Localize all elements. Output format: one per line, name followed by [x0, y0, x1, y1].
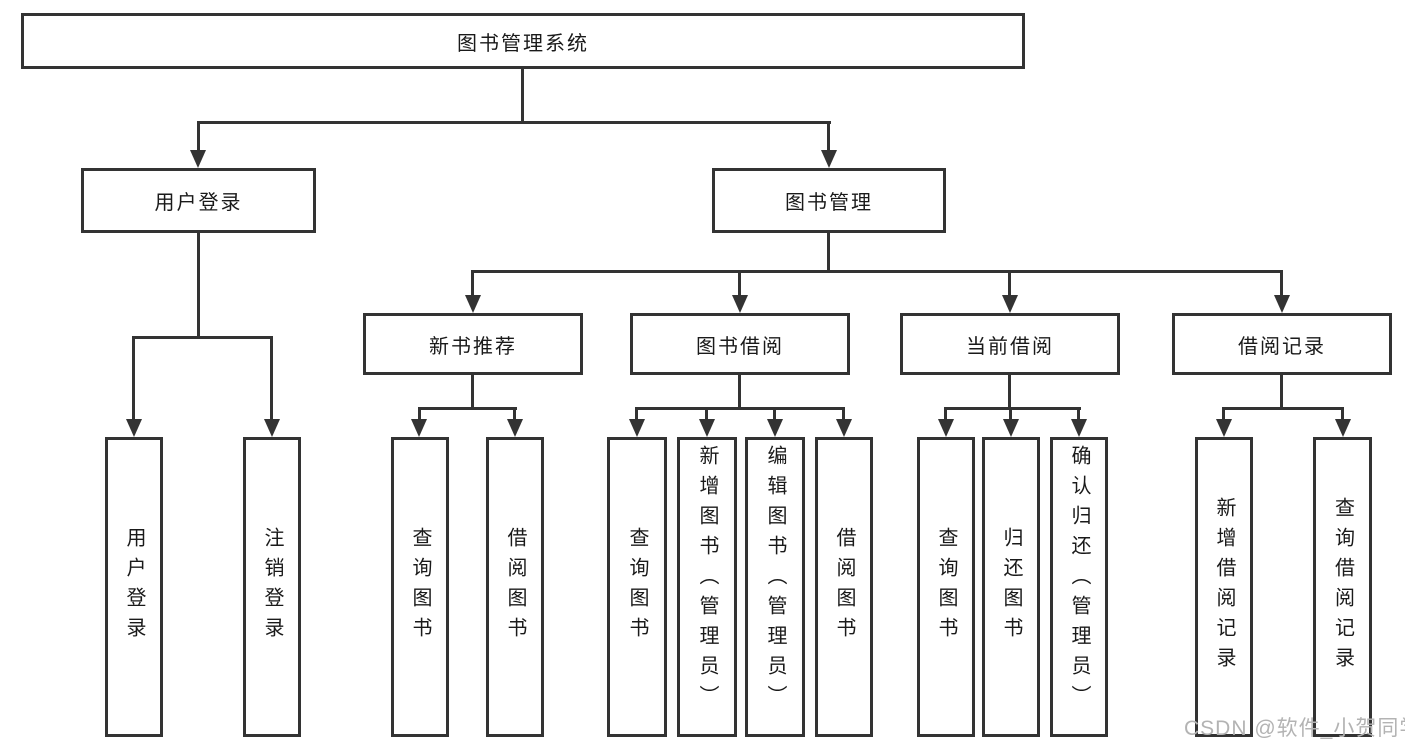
node-user-login-branch: 用户登录	[81, 168, 316, 233]
connector-line	[1077, 407, 1080, 421]
node-leaf-user-login: 用户登录	[105, 437, 163, 737]
node-book-management-branch: 图书管理	[712, 168, 946, 233]
arrowhead-down-icon	[767, 419, 783, 437]
watermark: CSDN @软件_小贺同学	[1184, 717, 1405, 740]
node-leaf-borrow-books-1: 借阅图书	[486, 437, 544, 737]
node-book-borrow: 图书借阅	[630, 313, 850, 375]
node-leaf-add-borrow-record: 新增借阅记录	[1195, 437, 1253, 737]
connector-line	[842, 407, 845, 421]
connector-line	[1222, 407, 1344, 410]
connector-line	[197, 232, 200, 336]
connector-line	[944, 407, 1081, 410]
connector-line	[1222, 407, 1225, 421]
node-label: 用户登录	[154, 192, 243, 214]
connector-line	[944, 407, 947, 421]
node-label: 用户登录	[123, 527, 145, 647]
connector-line	[197, 121, 200, 152]
arrowhead-down-icon	[1003, 419, 1019, 437]
arrowhead-down-icon	[465, 295, 481, 313]
node-leaf-query-books-1: 查询图书	[391, 437, 449, 737]
node-leaf-query-borrow-record: 查询借阅记录	[1313, 437, 1372, 737]
connector-line	[197, 121, 831, 124]
node-label: 借阅图书	[504, 527, 526, 647]
connector-line	[132, 336, 135, 420]
node-root-label: 图书管理系统	[457, 32, 589, 55]
node-leaf-borrow-books-2: 借阅图书	[815, 437, 873, 737]
arrowhead-down-icon	[1002, 295, 1018, 313]
node-label: 查询图书	[626, 527, 648, 647]
arrowhead-down-icon	[1335, 419, 1351, 437]
node-leaf-return-books: 归还图书	[982, 437, 1040, 737]
node-label: 借阅图书	[833, 527, 855, 647]
node-label: 编辑图书（管理员）	[764, 445, 786, 715]
connector-line	[738, 270, 741, 297]
arrowhead-down-icon	[190, 150, 206, 168]
connector-line	[418, 407, 421, 421]
connector-line	[1280, 375, 1283, 407]
node-leaf-logout: 注销登录	[243, 437, 301, 737]
connector-line	[521, 69, 524, 122]
connector-line	[827, 233, 830, 270]
node-current-borrow: 当前借阅	[900, 313, 1120, 375]
node-leaf-add-books-admin: 新增图书（管理员）	[677, 437, 737, 737]
node-label: 图书借阅	[696, 335, 784, 358]
connector-line	[1008, 270, 1011, 297]
node-root: 图书管理系统	[21, 13, 1025, 69]
node-label: 新书推荐	[429, 335, 517, 358]
connector-line	[1008, 375, 1011, 407]
connector-line	[471, 270, 474, 297]
node-label: 查询图书	[935, 527, 957, 647]
arrowhead-down-icon	[411, 419, 427, 437]
connector-line	[471, 375, 474, 407]
node-label: 当前借阅	[966, 335, 1054, 358]
node-leaf-edit-books-admin: 编辑图书（管理员）	[745, 437, 805, 737]
arrowhead-down-icon	[1071, 419, 1087, 437]
arrowhead-down-icon	[126, 419, 142, 437]
arrowhead-down-icon	[1274, 295, 1290, 313]
connector-line	[635, 407, 638, 421]
arrowhead-down-icon	[732, 295, 748, 313]
arrowhead-down-icon	[264, 419, 280, 437]
node-borrow-records: 借阅记录	[1172, 313, 1392, 375]
arrowhead-down-icon	[821, 150, 837, 168]
node-label: 新增借阅记录	[1213, 497, 1235, 677]
node-label: 确认归还（管理员）	[1068, 445, 1090, 715]
connector-line	[1280, 270, 1283, 297]
node-label: 图书管理	[785, 192, 873, 214]
node-leaf-query-books-3: 查询图书	[917, 437, 975, 737]
connector-line	[1341, 407, 1344, 421]
node-new-books: 新书推荐	[363, 313, 583, 375]
node-leaf-query-books-2: 查询图书	[607, 437, 667, 737]
arrowhead-down-icon	[699, 419, 715, 437]
connector-line	[738, 375, 741, 407]
connector-line	[471, 270, 1283, 273]
arrowhead-down-icon	[1216, 419, 1232, 437]
node-label: 查询图书	[409, 527, 431, 647]
node-label: 新增图书（管理员）	[696, 445, 718, 715]
node-label: 借阅记录	[1238, 335, 1326, 358]
arrowhead-down-icon	[836, 419, 852, 437]
connector-line	[705, 407, 708, 421]
node-label: 注销登录	[261, 527, 283, 647]
node-leaf-confirm-return-admin: 确认归还（管理员）	[1050, 437, 1108, 737]
arrowhead-down-icon	[629, 419, 645, 437]
connector-line	[132, 336, 273, 339]
connector-line	[773, 407, 776, 421]
connector-line	[1009, 407, 1012, 421]
arrowhead-down-icon	[507, 419, 523, 437]
node-label: 查询借阅记录	[1331, 497, 1354, 677]
connector-line	[635, 407, 845, 410]
connector-line	[513, 407, 516, 421]
node-label: 归还图书	[1000, 527, 1022, 647]
arrowhead-down-icon	[938, 419, 954, 437]
connector-line	[827, 121, 830, 152]
connector-line	[270, 336, 273, 420]
connector-line	[418, 407, 517, 410]
